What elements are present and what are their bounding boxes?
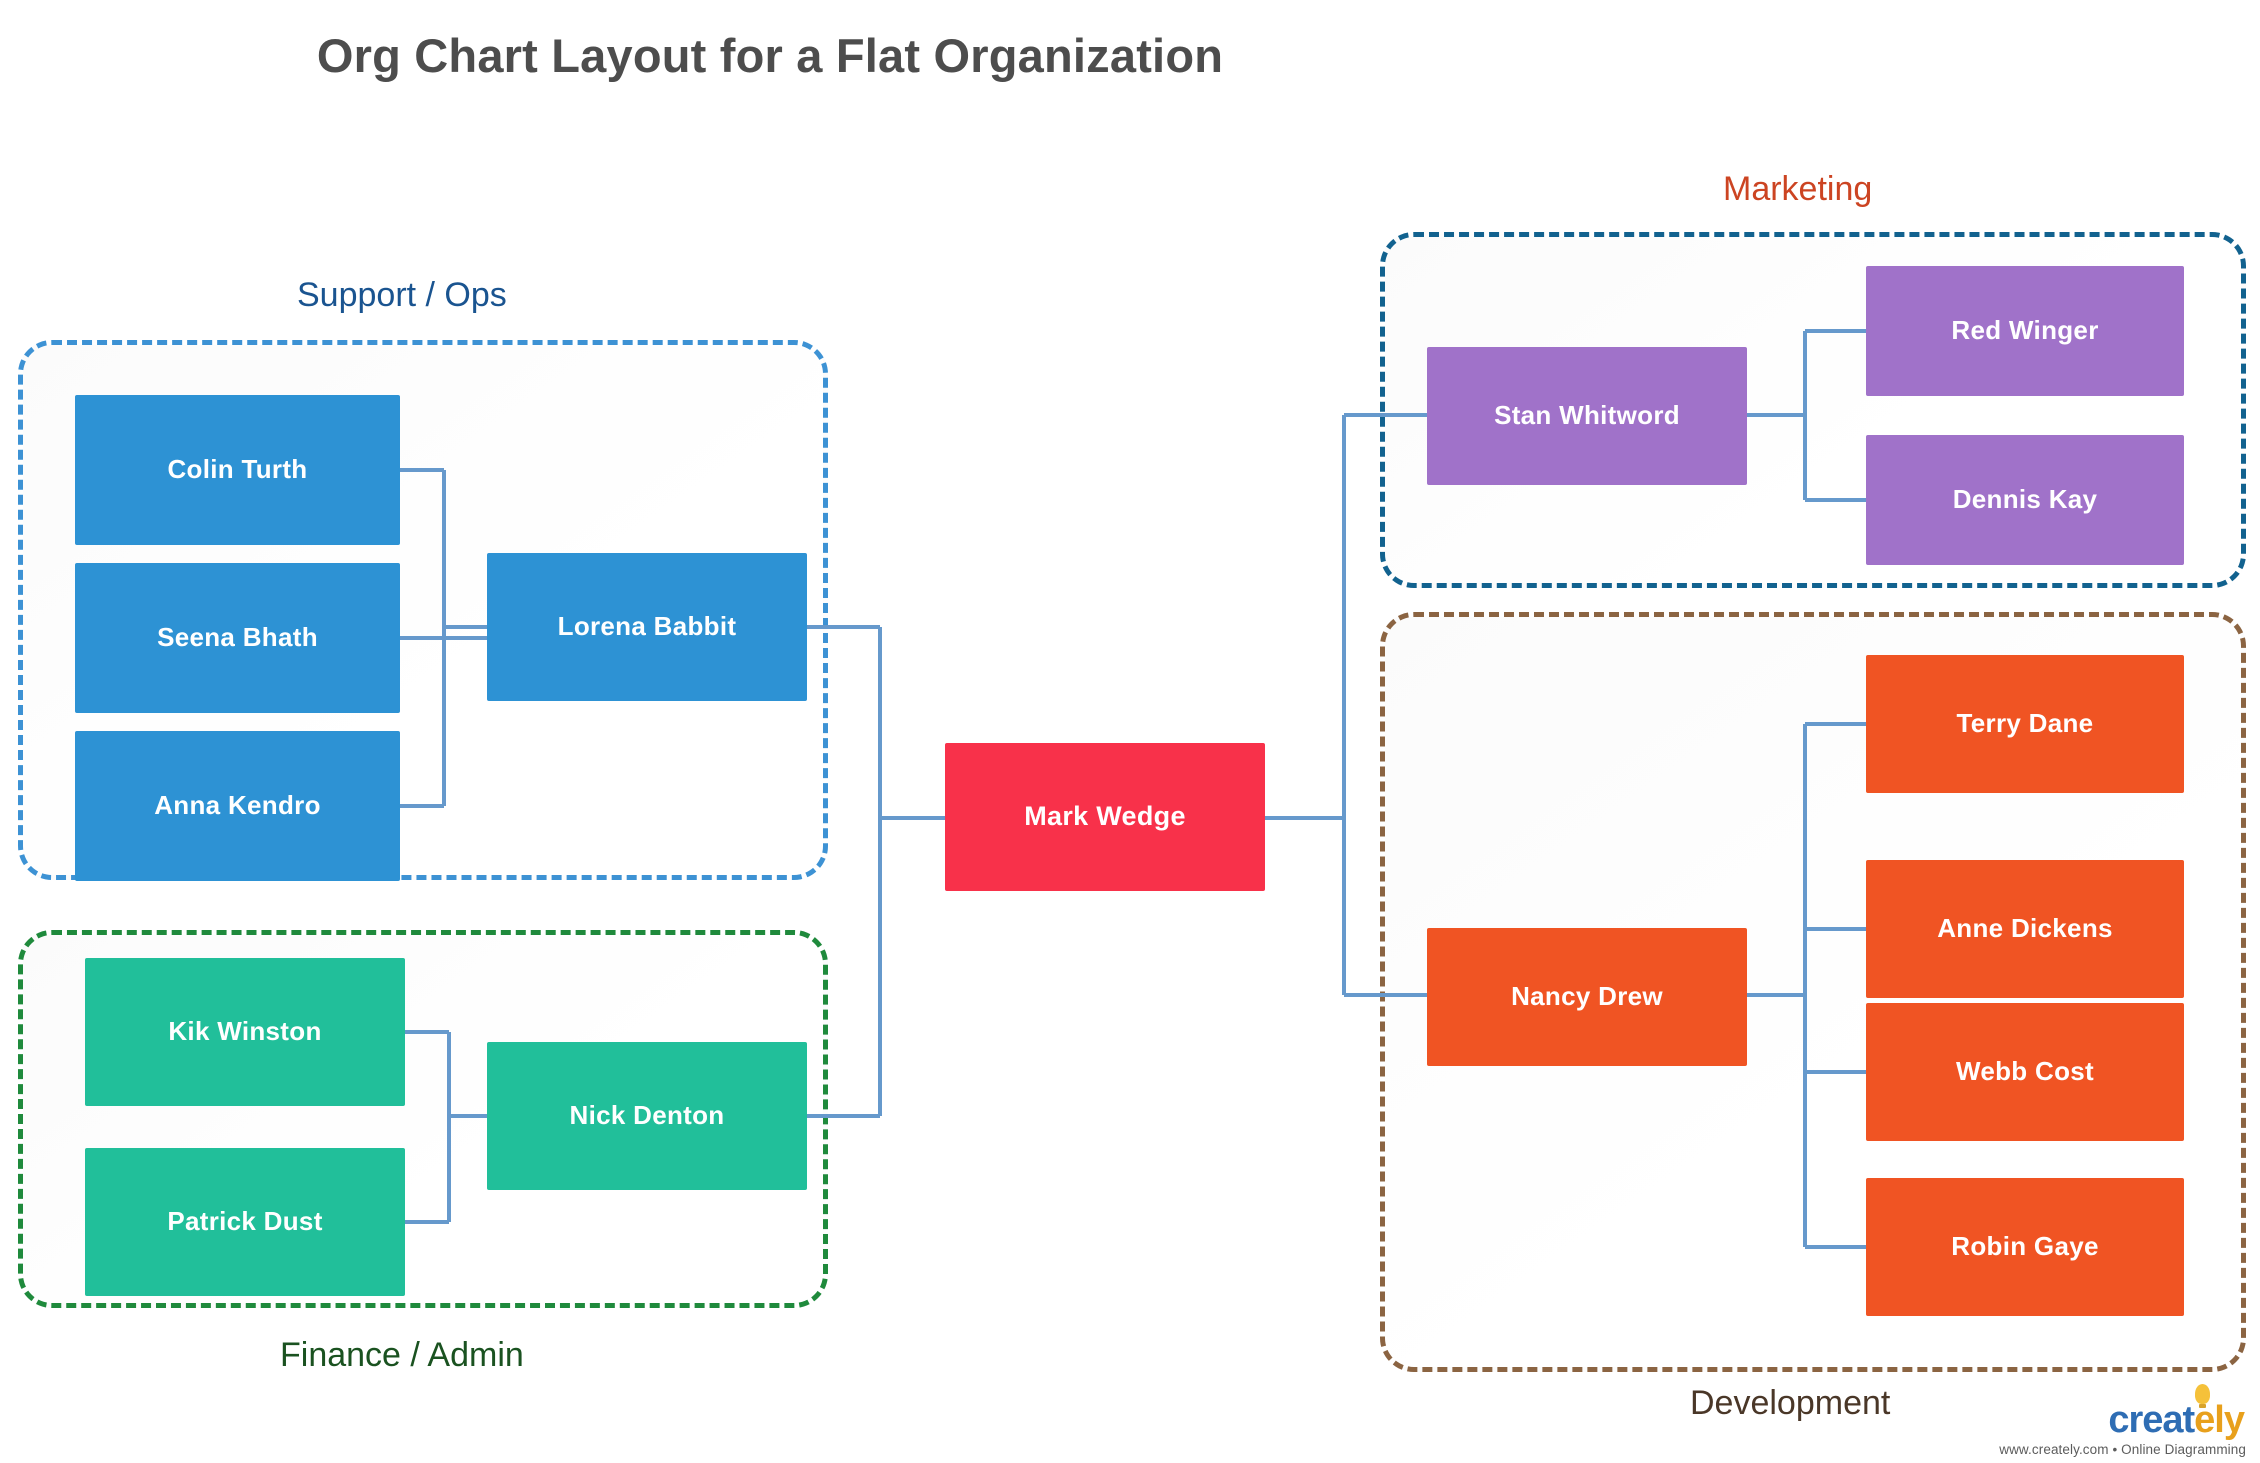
creately-tagline: www.creately.com • Online Diagramming — [1999, 1442, 2246, 1457]
page-title: Org Chart Layout for a Flat Organization — [316, 29, 1224, 82]
node-stan-whitword[interactable]: Stan Whitword — [1427, 347, 1747, 485]
node-webb-cost[interactable]: Webb Cost — [1866, 1003, 2184, 1141]
node-mark-wedge[interactable]: Mark Wedge — [945, 743, 1265, 891]
node-dennis-kay[interactable]: Dennis Kay — [1866, 435, 2184, 565]
creately-logo-primary: creat — [2108, 1399, 2195, 1441]
node-robin-gaye[interactable]: Robin Gaye — [1866, 1178, 2184, 1316]
group-label-finance: Finance / Admin — [280, 1336, 524, 1374]
group-label-marketing: Marketing — [1723, 170, 1873, 208]
creately-watermark[interactable]: creately www.creately.com • Online Diagr… — [1946, 1384, 2246, 1457]
node-lorena-babbit[interactable]: Lorena Babbit — [487, 553, 807, 701]
creately-logo: creately — [2108, 1384, 2246, 1441]
group-label-development: Development — [1690, 1384, 1891, 1422]
node-nancy-drew[interactable]: Nancy Drew — [1427, 928, 1747, 1066]
node-patrick-dust[interactable]: Patrick Dust — [85, 1148, 405, 1296]
node-anna-kendro[interactable]: Anna Kendro — [75, 731, 400, 881]
node-kik-winston[interactable]: Kik Winston — [85, 958, 405, 1106]
node-colin-turth[interactable]: Colin Turth — [75, 395, 400, 545]
lightbulb-icon — [2195, 1384, 2210, 1408]
node-seena-bhath[interactable]: Seena Bhath — [75, 563, 400, 713]
node-nick-denton[interactable]: Nick Denton — [487, 1042, 807, 1190]
node-anne-dickens[interactable]: Anne Dickens — [1866, 860, 2184, 998]
group-label-support: Support / Ops — [297, 276, 507, 314]
node-red-winger[interactable]: Red Winger — [1866, 266, 2184, 396]
node-terry-dane[interactable]: Terry Dane — [1866, 655, 2184, 793]
